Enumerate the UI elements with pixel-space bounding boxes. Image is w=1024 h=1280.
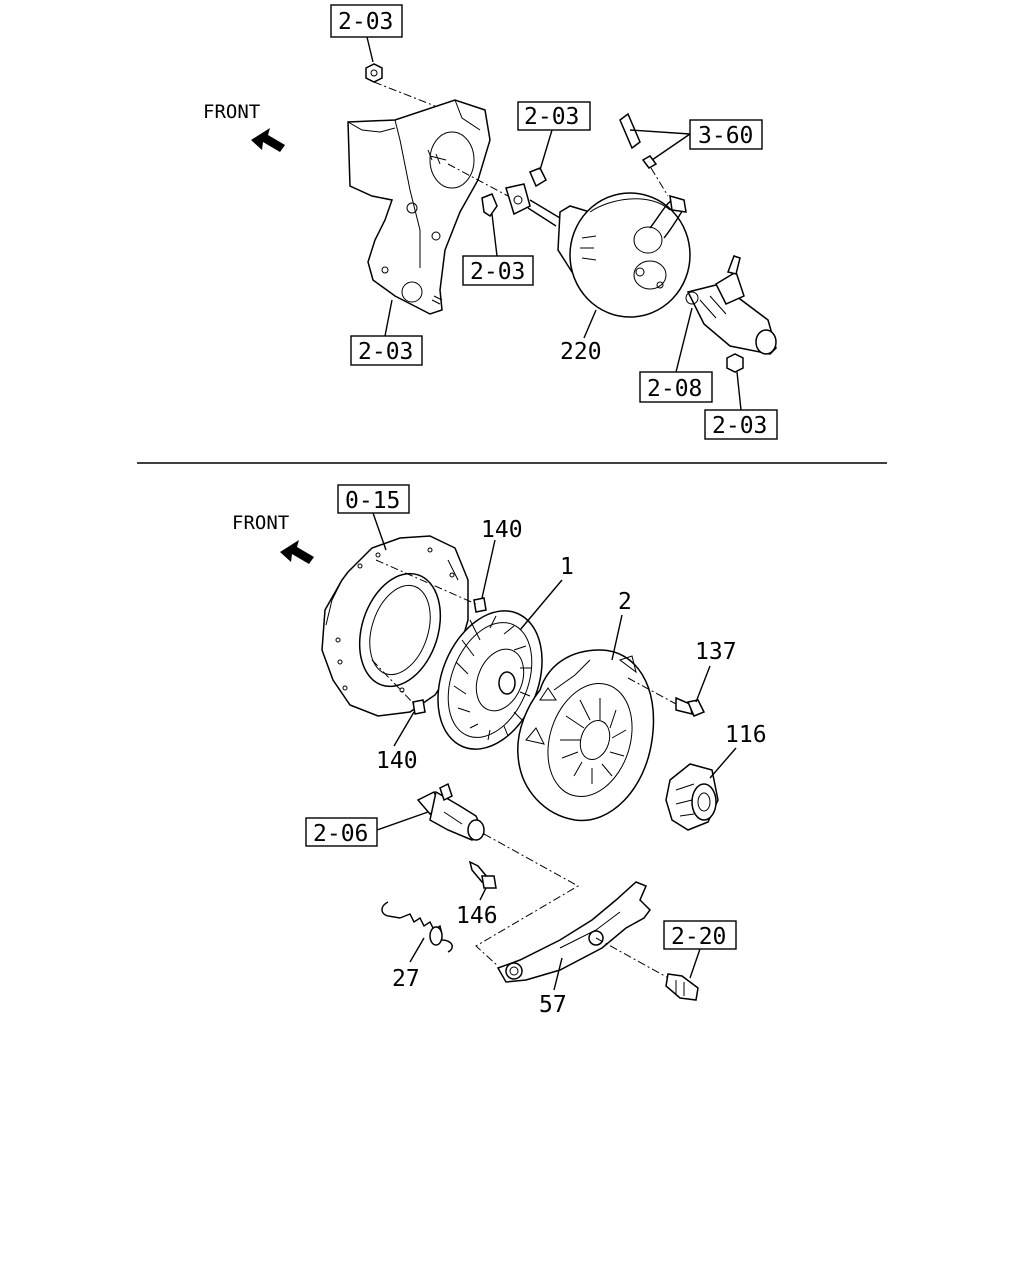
svg-text:2-08: 2-08 [647, 376, 702, 402]
lower-assembly: FRONT [232, 484, 767, 1018]
svg-text:2-03: 2-03 [470, 259, 525, 285]
part-number-137: 137 [695, 639, 737, 665]
slave-cylinder-bolt [468, 860, 497, 889]
svg-text:2-03: 2-03 [524, 104, 579, 130]
ref-box-0-15: 0-15 [337, 484, 410, 514]
ref-box-2-03-bracket: 2-03 [350, 335, 423, 366]
part-number-27: 27 [392, 966, 420, 992]
upper-small-bolt [529, 167, 547, 188]
flywheel [321, 535, 469, 717]
dowel-pin-upper [473, 597, 487, 613]
svg-text:2-06: 2-06 [313, 821, 368, 847]
ref-box-2-20: 2-20 [663, 920, 737, 950]
master-cylinder [685, 255, 777, 355]
pedal-bracket [347, 99, 491, 315]
ref-box-2-03-booster-bolt: 2-03 [517, 101, 591, 131]
pressure-plate-bolt [675, 696, 706, 717]
part-number-2: 2 [618, 589, 632, 615]
return-spring [381, 901, 453, 953]
svg-text:3-60: 3-60 [698, 123, 753, 149]
fork-pivot-bolt [665, 973, 699, 1001]
part-number-116: 116 [725, 722, 767, 748]
ref-box-2-06: 2-06 [305, 817, 378, 847]
release-fork [496, 881, 651, 983]
ref-box-2-03-top: 2-03 [330, 4, 403, 38]
clutch-disc [437, 610, 543, 750]
brake-booster [557, 192, 691, 318]
pushrod-clevis [505, 183, 561, 227]
ref-box-3-60: 3-60 [689, 119, 763, 150]
release-bearing [665, 763, 719, 831]
part-number-57: 57 [539, 992, 567, 1018]
pressure-plate [517, 649, 655, 822]
ref-box-2-08: 2-08 [639, 371, 713, 403]
part-number-140-upper: 140 [481, 517, 523, 543]
master-cylinder-nut [726, 353, 744, 373]
ref-box-2-03-clip: 2-03 [462, 255, 534, 286]
lower-front-arrow-icon [280, 540, 314, 564]
upper-clip [481, 193, 498, 218]
upper-front-arrow-icon [251, 128, 285, 152]
svg-text:2-03: 2-03 [338, 9, 393, 35]
lower-front-label: FRONT [232, 512, 289, 534]
part-number-140-lower: 140 [376, 748, 418, 774]
upper-nut-top [365, 63, 383, 83]
svg-text:2-03: 2-03 [712, 413, 767, 439]
slave-cylinder [416, 782, 485, 841]
part-number-220: 220 [560, 339, 602, 365]
ref-box-2-03-mc-nut: 2-03 [704, 409, 778, 440]
dowel-pin-lower [412, 699, 426, 715]
upper-front-label: FRONT [203, 101, 260, 123]
svg-text:0-15: 0-15 [345, 488, 400, 514]
part-number-1: 1 [560, 554, 574, 580]
svg-text:2-03: 2-03 [358, 339, 413, 365]
upper-assembly: FRONT [203, 4, 778, 440]
svg-text:2-20: 2-20 [671, 924, 726, 950]
part-number-146: 146 [456, 903, 498, 929]
vacuum-hose-parts [619, 112, 658, 169]
